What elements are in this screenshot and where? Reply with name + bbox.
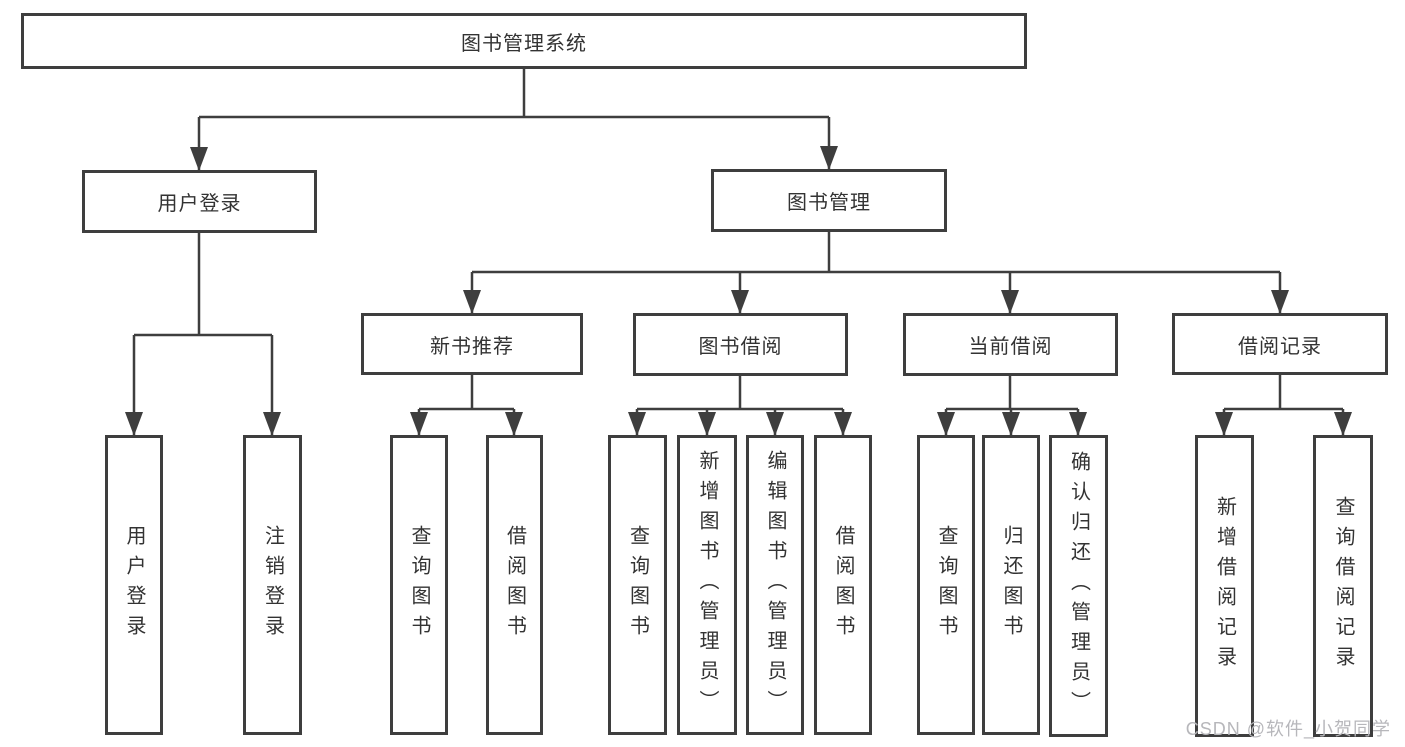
leaf-rec-query-record-label: 查询借阅记录 — [1332, 496, 1354, 676]
leaf-bw-borrow-books-label: 借阅图书 — [832, 525, 854, 645]
leaf-cu-confirm-return-admin-label: 确认归还（管理员） — [1067, 451, 1090, 721]
leaf-nb-query-books: 查询图书 — [390, 435, 448, 735]
leaf-cu-query-books: 查询图书 — [917, 435, 975, 735]
node-book-mgmt-label: 图书管理 — [787, 192, 871, 214]
leaf-cu-return-books: 归还图书 — [982, 435, 1040, 735]
leaf-logout: 注销登录 — [243, 435, 302, 735]
leaf-bw-add-books-admin-label: 新增图书（管理员） — [696, 450, 718, 720]
node-borrow-records: 借阅记录 — [1172, 313, 1388, 375]
leaf-nb-query-books-label: 查询图书 — [408, 525, 430, 645]
leaf-rec-query-record: 查询借阅记录 — [1313, 435, 1373, 737]
node-new-books-label: 新书推荐 — [430, 335, 514, 358]
node-book-mgmt: 图书管理 — [711, 169, 947, 232]
leaf-user-login: 用户登录 — [105, 435, 163, 735]
node-new-books: 新书推荐 — [361, 313, 583, 375]
leaf-bw-query-books: 查询图书 — [608, 435, 667, 735]
node-user-login-label: 用户登录 — [157, 193, 242, 215]
leaf-nb-borrow-books: 借阅图书 — [486, 435, 543, 735]
leaf-bw-borrow-books: 借阅图书 — [814, 435, 872, 735]
leaf-user-login-label: 用户登录 — [123, 525, 145, 645]
node-borrowing-label: 图书借阅 — [698, 336, 783, 358]
leaf-rec-add-record-label: 新增借阅记录 — [1213, 496, 1236, 676]
node-user-login: 用户登录 — [82, 170, 317, 233]
node-current-borrow: 当前借阅 — [903, 313, 1118, 376]
node-current-borrow-label: 当前借阅 — [968, 336, 1053, 358]
leaf-cu-confirm-return-admin: 确认归还（管理员） — [1049, 435, 1108, 737]
leaf-bw-edit-books-admin: 编辑图书（管理员） — [746, 435, 804, 735]
leaf-cu-query-books-label: 查询图书 — [935, 525, 957, 645]
node-borrow-records-label: 借阅记录 — [1238, 335, 1322, 358]
leaf-logout-label: 注销登录 — [261, 525, 284, 645]
leaf-rec-add-record: 新增借阅记录 — [1195, 435, 1254, 737]
node-root-system: 图书管理系统 — [21, 13, 1027, 69]
leaf-nb-borrow-books-label: 借阅图书 — [503, 525, 526, 645]
leaf-bw-query-books-label: 查询图书 — [626, 525, 649, 645]
leaf-bw-add-books-admin: 新增图书（管理员） — [677, 435, 737, 735]
node-borrowing: 图书借阅 — [633, 313, 848, 376]
node-root-label: 图书管理系统 — [461, 32, 587, 55]
csdn-watermark: CSDN @软件_小贺同学 — [1185, 719, 1391, 739]
leaf-cu-return-books-label: 归还图书 — [1000, 525, 1022, 645]
leaf-bw-edit-books-admin-label: 编辑图书（管理员） — [764, 450, 786, 720]
